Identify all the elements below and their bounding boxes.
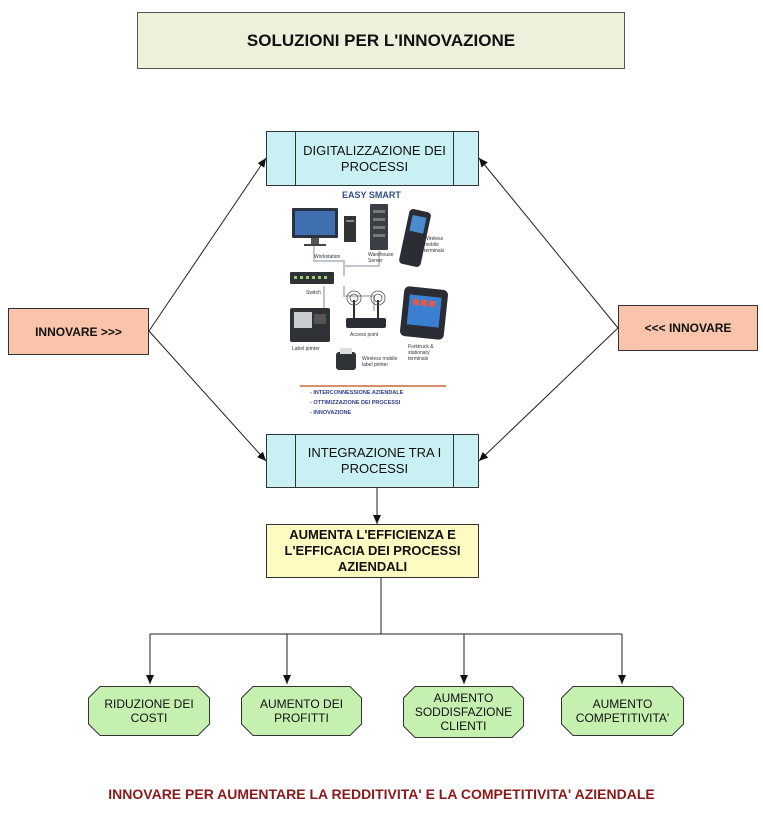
efficiency-node: AUMENTA L'EFFICIENZA E L'EFFICACIA DEI P… <box>266 524 479 578</box>
label-label-printer: Label printer <box>292 346 320 352</box>
easy-smart-infographic: EASY SMART <box>284 186 452 422</box>
integration-label: INTEGRAZIONE TRA I PROCESSI <box>295 435 454 487</box>
label-warehouse-server: Warehouse Server <box>368 252 394 264</box>
infographic-title: EASY SMART <box>342 190 401 200</box>
infographic-bullet: - INTERCONNESSIONE AZIENDALE <box>310 390 404 396</box>
integration-node: INTEGRAZIONE TRA I PROCESSI <box>266 434 479 488</box>
outcome-label: RIDUZIONE DEI COSTI <box>104 697 194 725</box>
diagram-title: SOLUZIONI PER L'INNOVAZIONE <box>137 12 625 69</box>
innovare-right-node: <<< INNOVARE <box>618 305 758 351</box>
label-forktruck: Forktruck & stationary terminals <box>408 344 434 362</box>
label-access-point: Access point <box>350 332 379 338</box>
outcome-label: AUMENTO DEI PROFITTI <box>259 697 344 725</box>
label-switch: Switch <box>306 290 321 296</box>
footer-caption: INNOVARE PER AUMENTARE LA REDDITIVITA' E… <box>108 786 655 802</box>
infographic-bullet: - INNOVAZIONE <box>310 410 352 416</box>
label-wireless-printer: Wireless mobile label printer <box>362 356 398 368</box>
digitalization-label: DIGITALIZZAZIONE DEI PROCESSI <box>295 132 454 185</box>
network-devices-illustration <box>290 204 448 387</box>
outcome-profit-increase: AUMENTO DEI PROFITTI <box>241 686 362 736</box>
label-workstation: Workstation <box>314 254 341 260</box>
outcome-cost-reduction: RIDUZIONE DEI COSTI <box>88 686 210 736</box>
outcome-competitiveness: AUMENTO COMPETITIVITA' <box>561 686 684 736</box>
label-wireless-terminals: Wireless mobile terminals <box>424 236 445 254</box>
digitalization-node: DIGITALIZZAZIONE DEI PROCESSI <box>266 131 479 186</box>
outcome-label: AUMENTO COMPETITIVITA' <box>575 697 670 725</box>
outcome-label: AUMENTO SODDISFAZIONE CLIENTI <box>414 691 513 733</box>
innovare-left-node: INNOVARE >>> <box>8 308 149 355</box>
outcome-customer-satisfaction: AUMENTO SODDISFAZIONE CLIENTI <box>403 686 524 738</box>
infographic-bullet: - OTTIMIZZAZIONE DEI PROCESSI <box>310 400 401 406</box>
